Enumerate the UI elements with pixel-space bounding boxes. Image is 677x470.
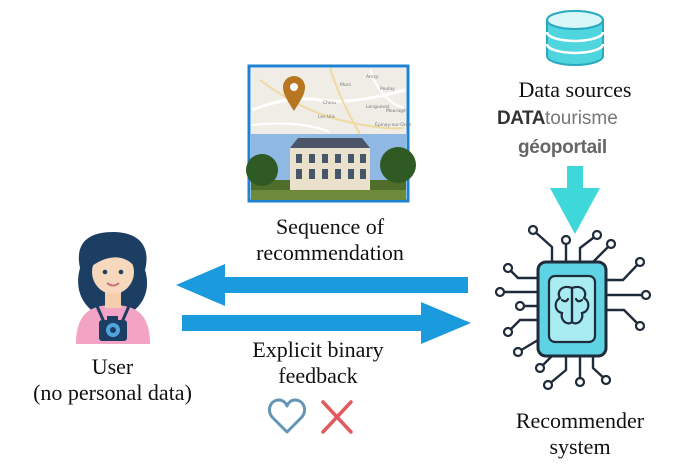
brain-chip-icon <box>494 224 652 391</box>
map-label: Les Ulis <box>318 114 336 120</box>
recommendation-arrow-left <box>176 264 468 306</box>
database-icon <box>545 10 605 66</box>
user-label-line2: (no personal data) <box>33 380 192 405</box>
sequence-label-line1: Sequence of <box>275 214 385 239</box>
map-pin-icon <box>283 76 305 111</box>
sequence-of-recommendation-label: Sequence of recommendation <box>225 214 435 266</box>
user-avatar-icon <box>76 232 150 344</box>
user-label-line1: User <box>91 354 134 379</box>
user-label: User (no personal data) <box>5 354 220 406</box>
map-image: Amzy Sau Murs Peulay Chinu Longueval Mou… <box>251 67 411 135</box>
sequence-label-line2: recommendation <box>256 240 404 265</box>
camera-icon <box>99 316 127 341</box>
feedback-arrow-right <box>182 302 471 344</box>
heart-icon <box>267 398 307 434</box>
data-sources-label: Data sources <box>518 77 632 102</box>
map-label: Mouragé <box>386 107 406 114</box>
datatourisme-logo: DATAtourisme <box>497 108 618 130</box>
map-label: Épinay-sur-Orge <box>375 120 411 128</box>
feedback-label-line1: Explicit binary <box>252 337 384 362</box>
datatourisme-logo-strong: DATA <box>497 108 545 129</box>
datatourisme-logo-rest: tourisme <box>544 108 618 129</box>
chateau-photo <box>246 134 416 200</box>
cross-icon <box>321 400 353 434</box>
map-label: Peulay <box>380 86 395 92</box>
feedback-label-line2: feedback <box>278 363 358 388</box>
recommender-label-line1: Recommender <box>515 408 645 433</box>
map-label: Murs <box>340 82 352 88</box>
geoportail-logo: géoportail <box>518 137 607 158</box>
recommender-system-label: Recommender system <box>485 408 675 460</box>
recommendation-map-card: Amzy Sau Murs Peulay Chinu Longueval Mou… <box>246 64 416 203</box>
recommender-label-line2: system <box>549 434 611 459</box>
feedback-label: Explicit binary feedback <box>218 337 418 389</box>
map-label: Chinu <box>323 100 336 106</box>
map-label: Longueval <box>366 104 389 110</box>
data-to-recommender-arrow <box>550 166 600 234</box>
map-label: Amzy <box>366 74 379 80</box>
